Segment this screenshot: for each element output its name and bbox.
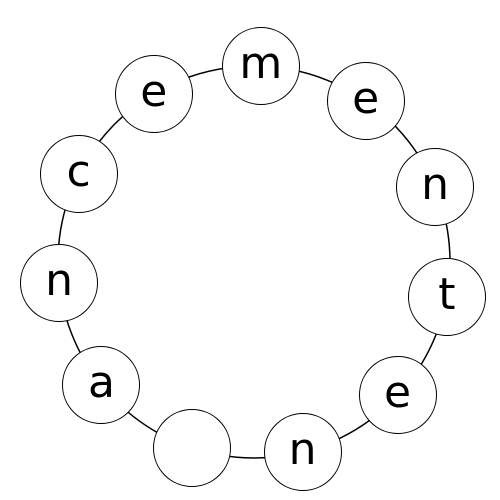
letter-tile-2-text: e	[352, 72, 380, 124]
letter-tile-1-text: m	[239, 38, 283, 90]
letter-tile-4[interactable]: t	[407, 257, 486, 336]
letter-tile-3[interactable]: n	[396, 147, 475, 226]
letter-tile-1[interactable]: m	[221, 27, 300, 106]
letter-tile-7-blank[interactable]	[153, 409, 232, 488]
letter-tile-2[interactable]: e	[326, 61, 405, 140]
letter-tile-9[interactable]: n	[20, 244, 99, 323]
letter-tile-9-text: n	[45, 255, 74, 307]
letter-tile-6[interactable]: n	[263, 412, 342, 491]
letter-tile-8-text: a	[87, 357, 115, 409]
letter-tile-11[interactable]: e	[114, 54, 193, 133]
letter-tile-10[interactable]: c	[39, 135, 118, 214]
letter-tile-10-text: c	[66, 146, 91, 198]
letter-tile-5-text: e	[384, 367, 412, 419]
letter-tile-5[interactable]: e	[358, 356, 437, 435]
letter-tile-4-text: t	[438, 268, 456, 320]
letter-tile-6-text: n	[288, 423, 317, 475]
letter-tile-3-text: n	[421, 158, 449, 210]
letter-tile-8[interactable]: a	[62, 346, 141, 425]
letter-tile-11-text: e	[140, 65, 168, 117]
